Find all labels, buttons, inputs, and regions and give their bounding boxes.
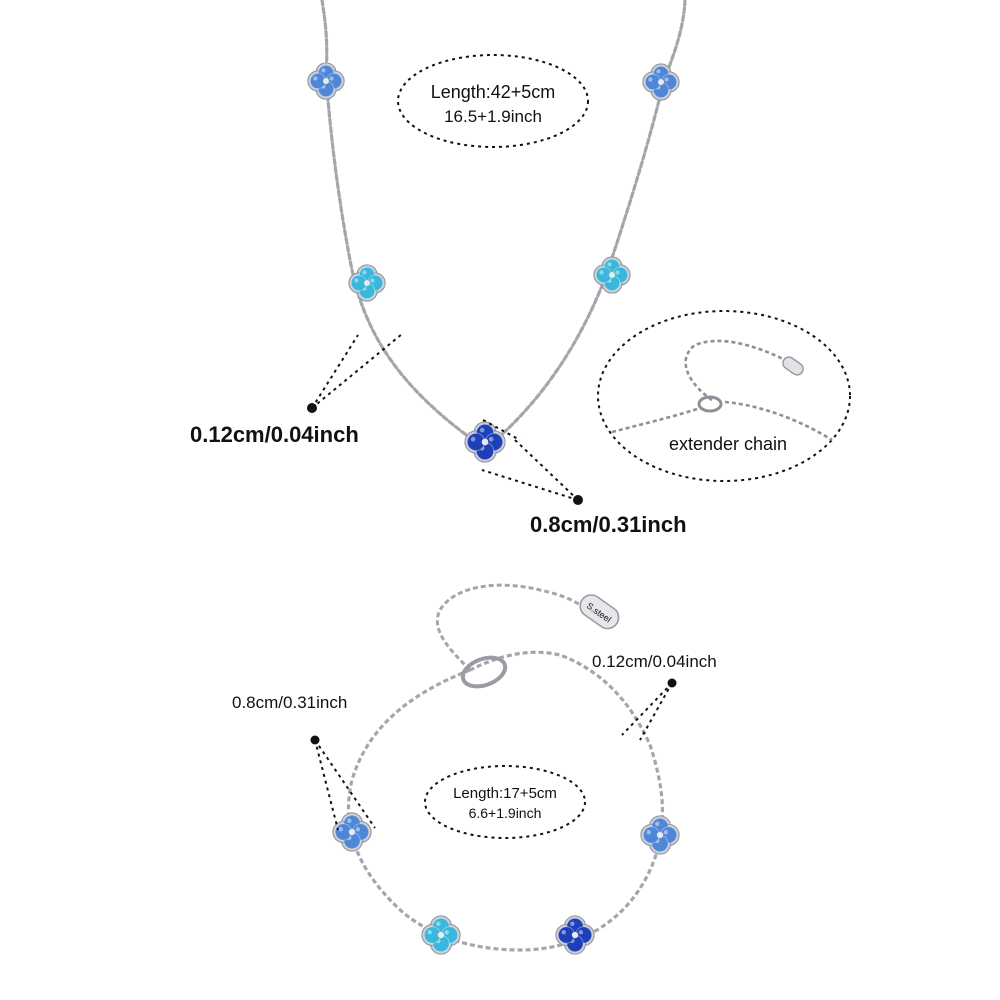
bracelet-length-callout: Length:17+5cm 6.6+1.9inch	[424, 765, 586, 839]
bracelet-length-cm: Length:17+5cm	[453, 785, 557, 802]
necklace-charm-light-blue-right	[642, 63, 680, 101]
bracelet-charm-royal-blue	[555, 915, 595, 955]
necklace-chain-width-label: 0.12cm/0.04inch	[190, 422, 359, 447]
necklace-length-inch: 16.5+1.9inch	[444, 107, 542, 126]
necklace-charm-aqua-left	[348, 264, 386, 302]
necklace-length-callout: Length:42+5cm 16.5+1.9inch	[397, 54, 589, 148]
necklace-chain	[320, 0, 687, 447]
bracelet-chain-width-callout: 0.12cm/0.04inch	[592, 652, 717, 741]
extender-chain-label: extender chain	[669, 434, 787, 454]
bracelet-charm-light-blue-left	[332, 812, 372, 852]
necklace-charm-royal-blue-center	[464, 421, 506, 463]
necklace-charm-aqua-right	[593, 256, 631, 294]
bracelet-charm-size-label: 0.8cm/0.31inch	[232, 693, 347, 712]
necklace-charm-size-callout: 0.8cm/0.31inch	[481, 419, 687, 537]
bracelet-charm-aqua	[421, 915, 461, 955]
necklace-chain-width-callout: 0.12cm/0.04inch	[190, 333, 403, 447]
bracelet-chain: S.steel	[346, 583, 665, 952]
bracelet-chain-width-label: 0.12cm/0.04inch	[592, 652, 717, 671]
bracelet-length-inch: 6.6+1.9inch	[469, 805, 542, 821]
bracelet-charm-size-callout: 0.8cm/0.31inch	[232, 693, 376, 831]
extender-chain-detail: extender chain	[597, 310, 851, 482]
bracelet-charm-light-blue-right	[640, 815, 680, 855]
necklace-charm-size-label: 0.8cm/0.31inch	[530, 512, 687, 537]
necklace-charm-light-blue-left	[307, 62, 345, 100]
necklace-length-cm: Length:42+5cm	[431, 82, 556, 102]
